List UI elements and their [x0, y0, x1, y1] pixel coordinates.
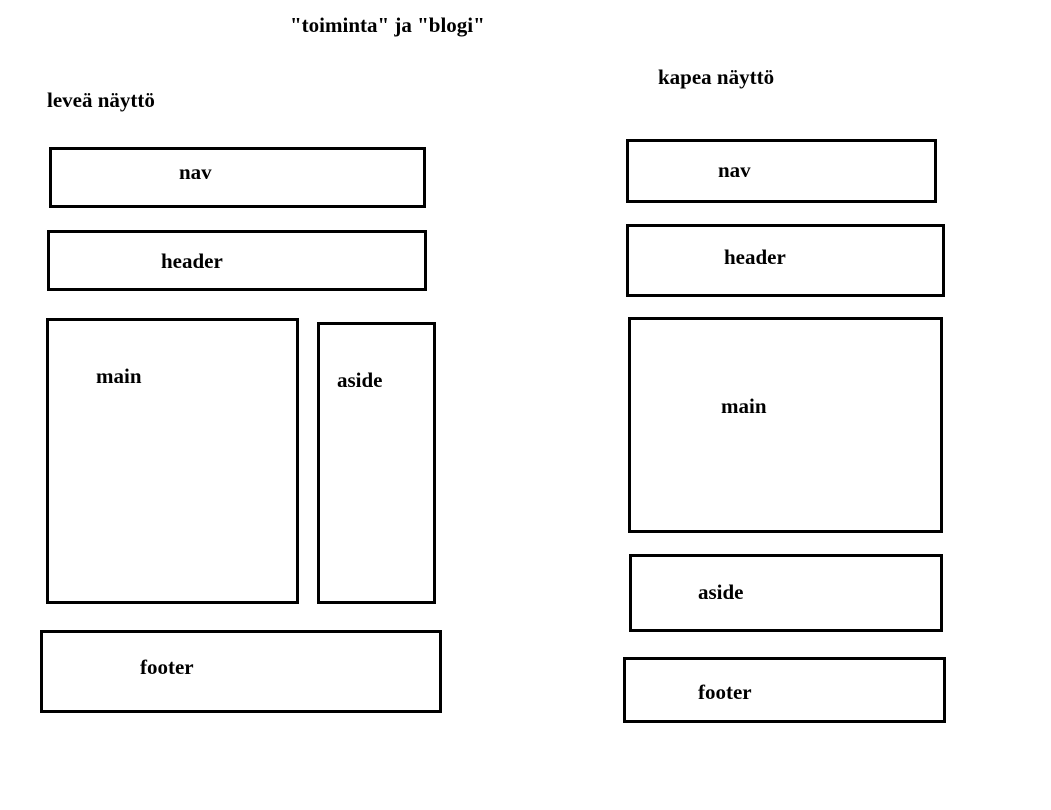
narrow-aside-box: aside [629, 554, 943, 632]
wide-main-label: main [96, 364, 142, 388]
wide-aside-label: aside [337, 368, 383, 392]
narrow-main-label: main [721, 394, 767, 418]
wide-main-box: main [46, 318, 299, 604]
narrow-layout-heading: kapea näyttö [658, 65, 775, 89]
narrow-aside-label: aside [698, 580, 744, 604]
narrow-footer-label: footer [698, 680, 752, 704]
wide-footer-box: footer [40, 630, 442, 713]
wide-layout-heading: leveä näyttö [47, 88, 155, 112]
wide-aside-box: aside [317, 322, 436, 604]
diagram-title: "toiminta" ja "blogi" [290, 13, 485, 37]
narrow-footer-box: footer [623, 657, 946, 723]
narrow-nav-label: nav [718, 158, 751, 182]
wide-nav-box: nav [49, 147, 426, 208]
wide-header-label: header [161, 249, 223, 273]
narrow-main-box: main [628, 317, 943, 533]
wide-footer-label: footer [140, 655, 194, 679]
narrow-header-box: header [626, 224, 945, 297]
wide-nav-label: nav [179, 160, 212, 184]
wide-header-box: header [47, 230, 427, 291]
narrow-header-label: header [724, 245, 786, 269]
narrow-nav-box: nav [626, 139, 937, 203]
